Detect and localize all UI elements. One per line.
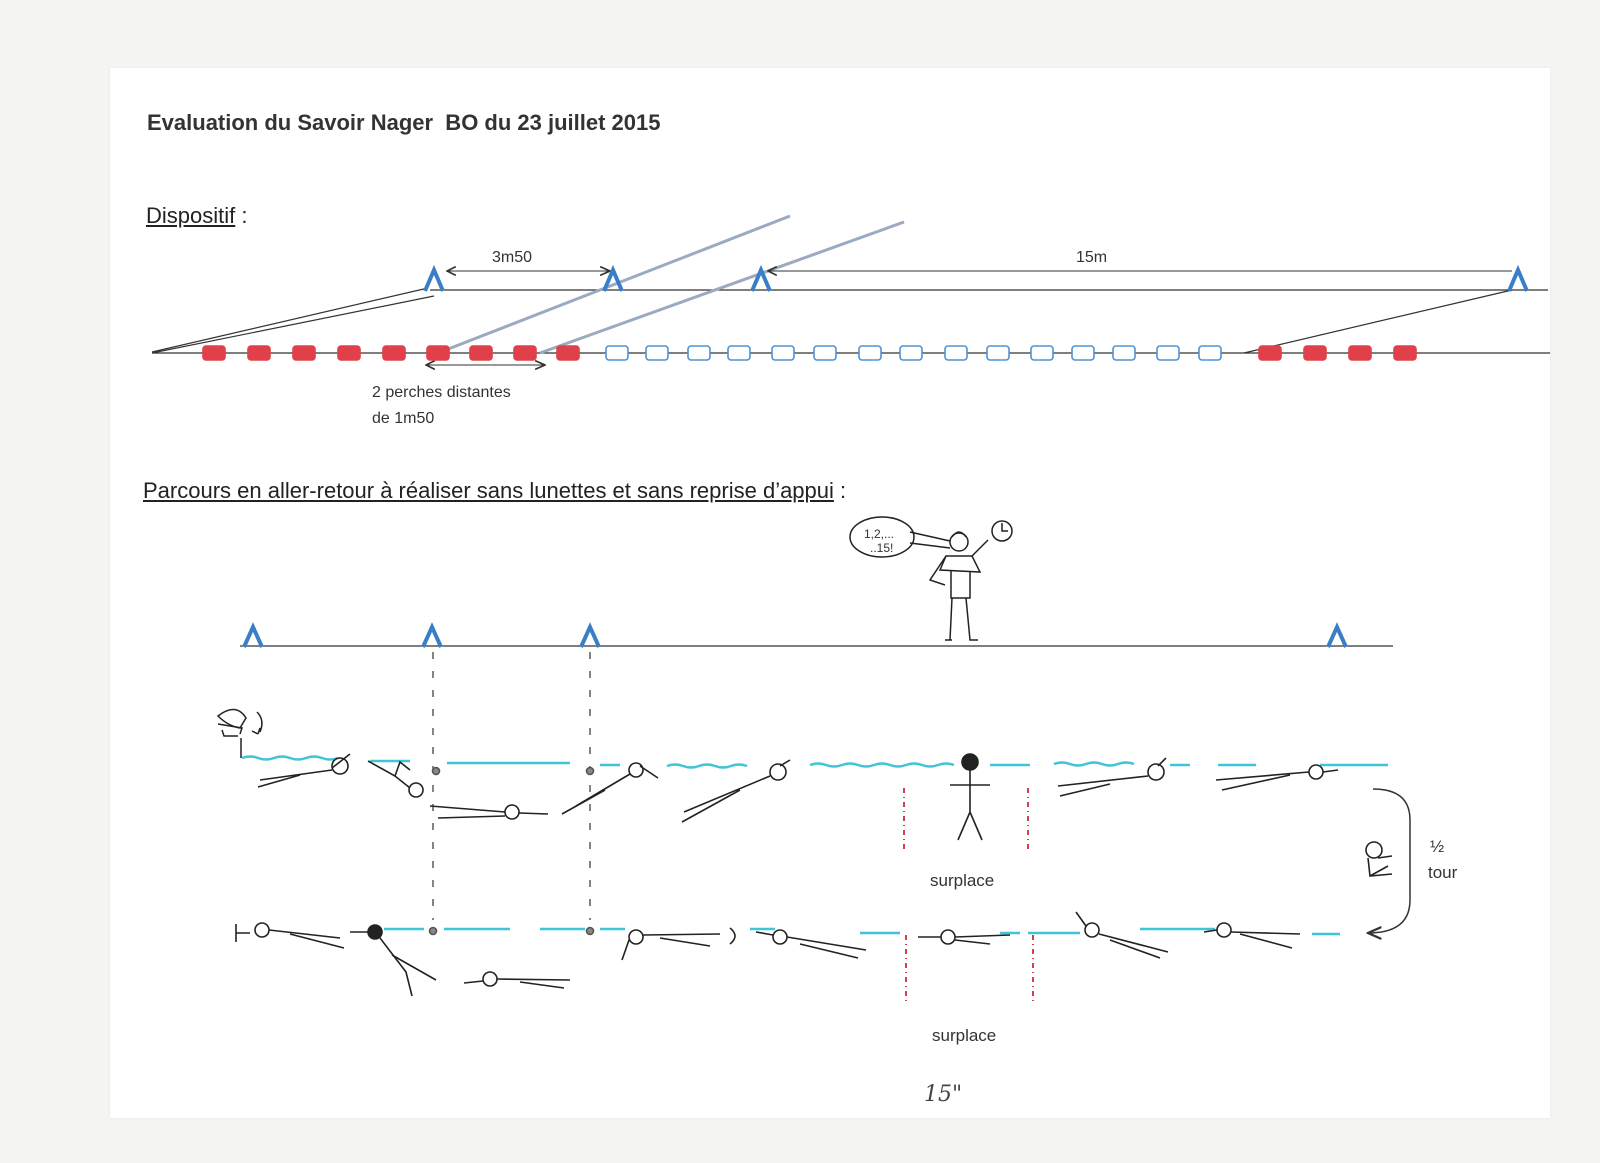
diagonal-left-1	[151, 287, 429, 353]
dispositif-heading: Dispositif	[146, 203, 236, 228]
cone-marker-icon	[750, 264, 772, 292]
diagonal-right	[1243, 289, 1513, 354]
buoy-white-icon	[1156, 345, 1180, 361]
buoy-red-icon	[469, 345, 493, 361]
cone-marker-icon	[1507, 264, 1529, 292]
perch-2	[539, 220, 905, 355]
label-3m50: 3m50	[492, 249, 532, 266]
diver-icon	[216, 708, 263, 758]
parcours-heading: Parcours en aller-retour à réaliser sans…	[143, 478, 834, 503]
cone-marker-icon	[423, 264, 445, 292]
buoy-white-icon	[858, 345, 882, 361]
swimmer-icon	[918, 929, 1011, 945]
buoy-white-icon	[687, 345, 711, 361]
buoy-white-icon	[944, 345, 968, 361]
perch-marker-icon	[585, 926, 595, 936]
parcours-colon: :	[833, 478, 847, 503]
label-tour: tour	[1428, 863, 1458, 882]
swimmer-figures-top	[257, 753, 1339, 841]
turning-swimmer-icon	[1365, 841, 1393, 877]
swimmer-icon	[429, 804, 549, 820]
lane-buoys	[202, 345, 1417, 361]
buoy-white-icon	[605, 345, 629, 361]
perch-marker-icon	[428, 926, 438, 936]
perch-marker-icon	[431, 766, 441, 776]
buoy-red-icon	[337, 345, 361, 361]
swimmer-icon	[755, 929, 867, 959]
label-15m: 15m	[1076, 249, 1107, 266]
perch-1	[437, 214, 791, 355]
buoy-white-icon	[645, 345, 669, 361]
handwritten-time: 15"	[924, 1082, 962, 1107]
buoy-red-icon	[1303, 345, 1327, 361]
perch-marker-icon	[585, 766, 595, 776]
buoy-red-icon	[247, 345, 271, 361]
swimmer-icon	[254, 922, 345, 949]
buoy-red-icon	[202, 345, 226, 361]
swimmer-icon	[1075, 911, 1169, 959]
water-surface-bottom	[384, 927, 1340, 936]
buoy-white-icon	[1071, 345, 1095, 361]
buoy-white-icon	[1198, 345, 1222, 361]
label-perches-line1: 2 perches distantes	[372, 384, 511, 401]
buoy-white-icon	[813, 345, 837, 361]
buoy-red-icon	[1258, 345, 1282, 361]
wall-push-icon	[235, 924, 250, 942]
cone-marker-icon	[242, 622, 264, 648]
swimmer-figures-bottom	[235, 911, 1301, 997]
label-half: ½	[1430, 837, 1444, 856]
swimmer-icon	[621, 927, 736, 961]
buoy-white-icon	[986, 345, 1010, 361]
buoy-red-icon	[426, 345, 450, 361]
buoy-red-icon	[292, 345, 316, 361]
swimmer-icon	[681, 759, 791, 823]
buoy-red-icon	[1393, 345, 1417, 361]
swimmer-icon	[561, 762, 659, 815]
cone-marker-icon	[421, 622, 443, 648]
referee-figure-icon	[849, 516, 1013, 641]
swimmer-icon	[367, 760, 424, 798]
buoy-white-icon	[1112, 345, 1136, 361]
paper-sheet	[110, 68, 1550, 1118]
half-turn-arrow-icon	[1368, 788, 1411, 933]
buoy-white-icon	[727, 345, 751, 361]
swimmer-icon	[1203, 922, 1301, 949]
swimmer-icon	[1057, 757, 1167, 797]
label-perches-line2: de 1m50	[372, 410, 434, 427]
label-surplace-bottom: surplace	[932, 1026, 996, 1045]
buoy-red-icon	[556, 345, 580, 361]
parcours-diagram: surplace surplace ½ tour 1,2,... ..15!	[216, 516, 1458, 1107]
buoy-white-icon	[771, 345, 795, 361]
count-bubble-line2: ..15!	[870, 541, 893, 555]
section-parcours: Parcours en aller-retour à réaliser sans…	[143, 478, 846, 504]
dispositif-diagram: 3m50 15m 2 perches distantes de 1m50	[151, 214, 1550, 427]
buoy-red-icon	[513, 345, 537, 361]
swimmer-icon	[1215, 764, 1339, 791]
buoy-red-icon	[382, 345, 406, 361]
water-surface-top	[241, 755, 1388, 769]
buoy-white-icon	[899, 345, 923, 361]
section-dispositif: Dispositif :	[146, 203, 247, 229]
label-surplace-top: surplace	[930, 871, 994, 890]
swimmer-icon	[950, 753, 990, 841]
swimmer-icon	[350, 924, 437, 997]
count-bubble-line1: 1,2,...	[864, 527, 894, 541]
page-title: Evaluation du Savoir Nager BO du 23 juil…	[147, 110, 661, 135]
cone-marker-icon	[602, 264, 624, 292]
cone-marker-icon	[579, 622, 601, 648]
swimmer-icon	[463, 971, 571, 989]
buoy-white-icon	[1030, 345, 1054, 361]
diagonal-left-2	[151, 295, 435, 354]
dispositif-colon: :	[235, 203, 248, 228]
cone-marker-icon	[1326, 622, 1348, 648]
buoy-red-icon	[1348, 345, 1372, 361]
swimmer-icon	[257, 753, 351, 788]
